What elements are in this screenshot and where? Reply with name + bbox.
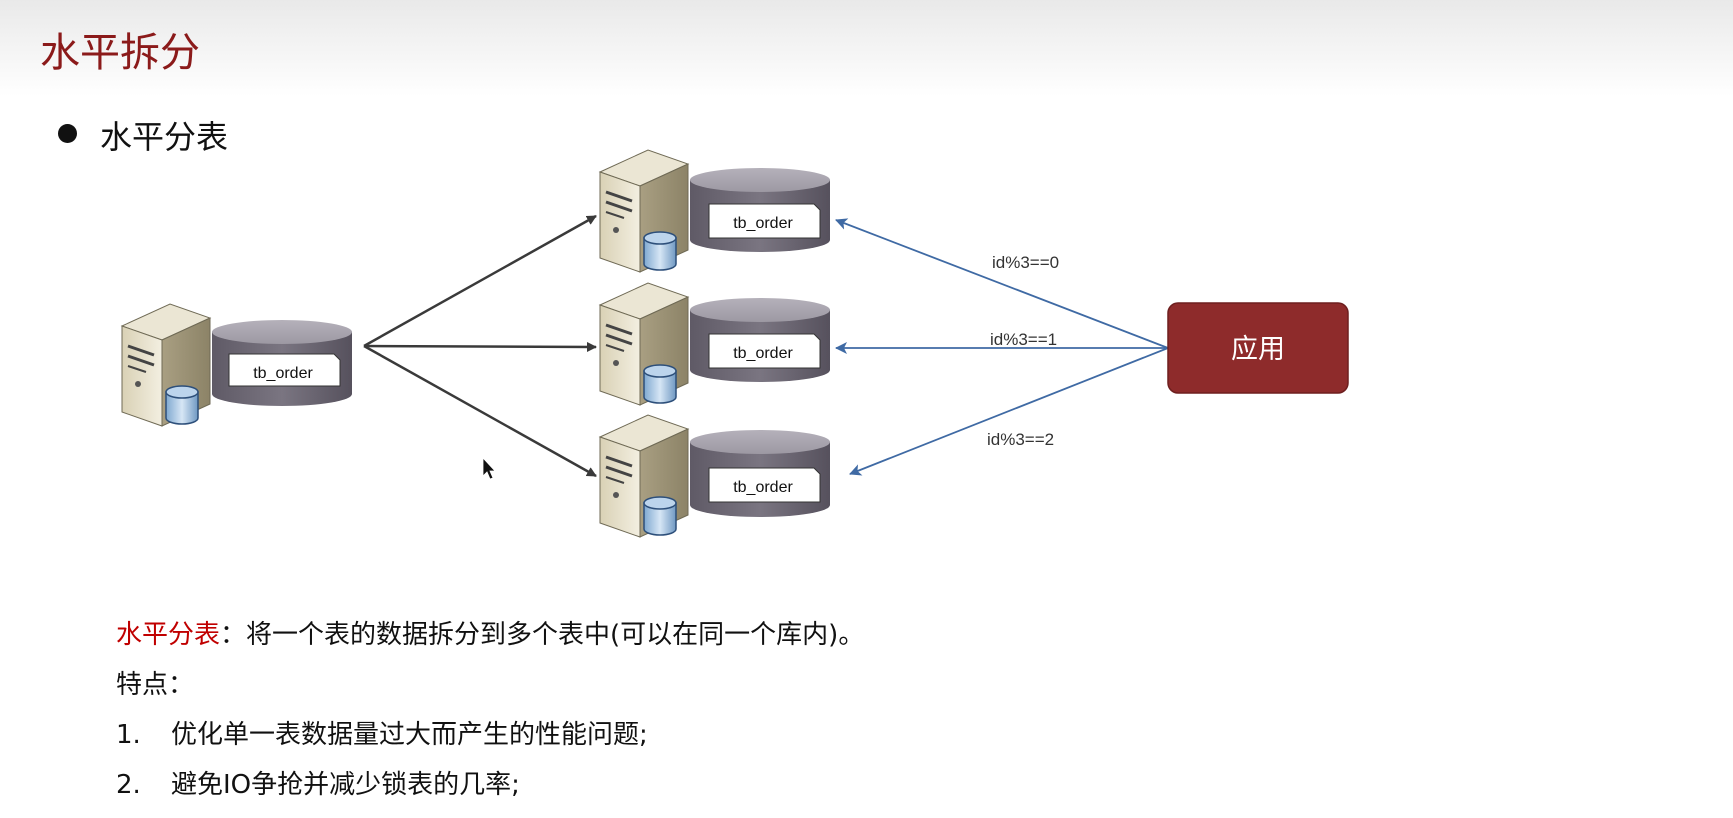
split-arrows [363,214,597,478]
feature-text: 避免IO争抢并减少锁表的几率; [171,770,520,800]
definition-term: 水平分表 [116,620,221,650]
application-node: 应用 [1167,302,1349,394]
split-arrow [363,344,597,478]
target-table-disk: tb_order [690,298,830,382]
feature-number: 1. [116,720,141,750]
mouse-cursor-icon [482,456,496,480]
definition-text: 将一个表的数据拆分到多个表中(可以在同一个库内)。 [246,620,865,650]
feature-text: 优化单一表数据量过大而产生的性能问题; [171,720,648,750]
target-table-disk: tb_order [690,168,830,252]
routing-arrow [835,218,1169,349]
target-db-server [598,282,690,406]
target-db-server [598,149,690,273]
bullet-dot [58,124,77,143]
feature-item: 1. 优化单一表数据量过大而产生的性能问题; [116,714,648,751]
source-table-label: tb_order [253,365,313,382]
routing-condition-label: id%3==0 [992,253,1059,272]
definition-line: 水平分表：将一个表的数据拆分到多个表中(可以在同一个库内)。 [116,614,864,651]
target-table-label: tb_order [733,479,793,496]
application-label: 应用 [1231,334,1285,365]
database-cylinder-icon [165,385,199,425]
database-cylinder-icon [643,231,677,271]
split-arrow [363,341,597,352]
target-table-label: tb_order [733,345,793,362]
target-db-server [598,414,690,538]
feature-number: 2. [116,770,141,800]
definition-separator: ： [220,620,247,650]
features-label: 特点： [116,670,195,700]
slide-header: 水平拆分 [0,0,1733,96]
bullet-heading: 水平分表 [100,118,229,156]
routing-arrows [835,218,1169,476]
routing-condition-label: id%3==2 [987,430,1054,449]
source-db-server [120,303,212,427]
routing-arrow [849,347,1169,476]
slide-title: 水平拆分 [40,30,200,76]
routing-condition-label: id%3==1 [990,330,1057,349]
database-cylinder-icon [643,364,677,404]
feature-item: 2. 避免IO争抢并减少锁表的几率; [116,764,520,801]
database-cylinder-icon [643,496,677,536]
split-arrow [363,214,597,348]
target-table-disk: tb_order [690,430,830,517]
source-table-disk: tb_order [212,320,352,406]
target-table-label: tb_order [733,215,793,232]
